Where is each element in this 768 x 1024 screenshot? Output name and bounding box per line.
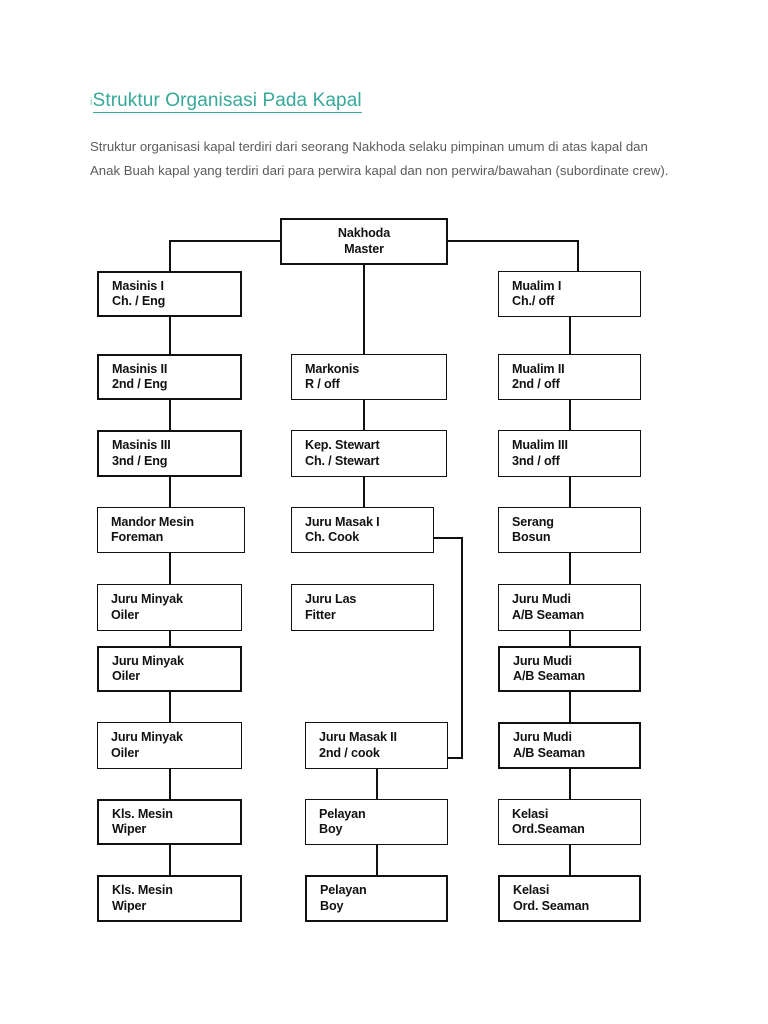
- node-line2: 2nd / Eng: [112, 377, 168, 391]
- node-kelasi-2[interactable]: Kelasi Ord. Seaman: [498, 875, 641, 922]
- node-line1: Masinis I: [112, 278, 164, 293]
- node-line1: Mandor Mesin: [111, 514, 194, 529]
- node-line1: Nakhoda: [337, 226, 391, 240]
- node-line2: Oiler: [112, 669, 140, 683]
- node-kls-mesin-1[interactable]: Kls. Mesin Wiper: [97, 799, 242, 845]
- node-serang[interactable]: Serang Bosun: [498, 507, 641, 553]
- node-kelasi-1[interactable]: Kelasi Ord.Seaman: [498, 799, 641, 845]
- node-masinis-2[interactable]: Masinis II 2nd / Eng: [97, 354, 242, 400]
- node-line2: 2nd / cook: [319, 745, 380, 760]
- node-line2: Oiler: [111, 745, 139, 760]
- node-juru-minyak-1[interactable]: Juru Minyak Oiler: [97, 584, 242, 631]
- node-line2: Master: [344, 241, 384, 256]
- node-line1: Juru Minyak: [112, 653, 184, 668]
- node-line1: Juru Mudi: [512, 592, 571, 606]
- node-line2: Ch. Cook: [305, 530, 360, 544]
- node-line1: Mualim I: [512, 278, 562, 293]
- node-masinis-1[interactable]: Masinis I Ch. / Eng: [97, 271, 242, 317]
- node-line2: A/B Seaman: [513, 745, 585, 760]
- node-line1: Kep. Stewart: [305, 438, 380, 452]
- node-pelayan-1[interactable]: Pelayan Boy: [305, 799, 448, 845]
- title-text: Struktur Organisasi Pada Kapal: [92, 90, 362, 113]
- node-mualim-3[interactable]: Mualim III 3nd / off: [498, 430, 641, 477]
- node-line1: Kelasi: [512, 806, 549, 821]
- node-line2: R / off: [305, 377, 340, 391]
- node-line2: Wiper: [112, 898, 147, 913]
- node-line2: Oiler: [111, 607, 139, 622]
- node-line1: Juru Mudi: [513, 730, 572, 744]
- node-masinis-3[interactable]: Masinis III 3nd / Eng: [97, 430, 242, 477]
- node-line1: Juru Minyak: [111, 730, 183, 744]
- node-line2: Bosun: [512, 530, 551, 544]
- node-juru-mudi-1[interactable]: Juru Mudi A/B Seaman: [498, 584, 641, 631]
- node-juru-las[interactable]: Juru Las Fitter: [291, 584, 434, 631]
- title-lead-char: i: [90, 96, 93, 108]
- node-line2: 2nd / off: [512, 377, 560, 391]
- node-line2: Ch. / Eng: [112, 294, 166, 308]
- node-line1: Serang: [512, 514, 554, 529]
- page-title: iStruktur Organisasi Pada Kapal: [90, 88, 690, 115]
- node-line1: Pelayan: [319, 806, 366, 821]
- node-line2: 3nd / off: [512, 453, 560, 468]
- node-line1: Pelayan: [320, 883, 367, 897]
- node-line1: Mualim III: [512, 438, 568, 452]
- node-line2: Wiper: [112, 822, 147, 836]
- node-line1: Juru Las: [305, 592, 357, 606]
- node-line2: Ch./ off: [512, 294, 555, 308]
- node-line1: Masinis III: [112, 438, 171, 452]
- node-line1: Markonis: [305, 361, 360, 376]
- node-line2: Ch. / Stewart: [305, 453, 380, 468]
- node-nakhoda[interactable]: Nakhoda Master: [280, 218, 448, 265]
- node-mandor-mesin[interactable]: Mandor Mesin Foreman: [97, 507, 245, 553]
- node-kep-stewart[interactable]: Kep. Stewart Ch. / Stewart: [291, 430, 447, 477]
- node-markonis[interactable]: Markonis R / off: [291, 354, 447, 400]
- node-juru-minyak-3[interactable]: Juru Minyak Oiler: [97, 722, 242, 769]
- node-juru-mudi-2[interactable]: Juru Mudi A/B Seaman: [498, 646, 641, 692]
- node-line2: Boy: [320, 898, 344, 913]
- node-juru-mudi-3[interactable]: Juru Mudi A/B Seaman: [498, 722, 641, 769]
- intro-paragraph: Struktur organisasi kapal terdiri dari s…: [90, 139, 669, 178]
- node-mualim-1[interactable]: Mualim I Ch./ off: [498, 271, 641, 317]
- node-line1: Juru Minyak: [111, 592, 183, 606]
- node-line2: A/B Seaman: [513, 669, 585, 683]
- page-header: iStruktur Organisasi Pada Kapal Struktur…: [90, 88, 690, 178]
- node-line1: Kls. Mesin: [112, 883, 173, 897]
- node-line2: Ord. Seaman: [513, 898, 590, 913]
- node-line2: 3nd / Eng: [112, 453, 168, 468]
- node-line1: Masinis II: [112, 361, 168, 376]
- node-line1: Kelasi: [513, 883, 550, 897]
- node-pelayan-2[interactable]: Pelayan Boy: [305, 875, 448, 922]
- node-line2: A/B Seaman: [512, 607, 584, 622]
- node-line1: Juru Masak II: [319, 730, 397, 744]
- node-line1: Mualim II: [512, 361, 565, 376]
- node-juru-masak-1[interactable]: Juru Masak I Ch. Cook: [291, 507, 434, 553]
- node-kls-mesin-2[interactable]: Kls. Mesin Wiper: [97, 875, 242, 922]
- node-line2: Boy: [319, 822, 343, 836]
- node-line2: Ord.Seaman: [512, 822, 585, 836]
- node-juru-masak-2[interactable]: Juru Masak II 2nd / cook: [305, 722, 448, 769]
- node-line2: Fitter: [305, 607, 336, 622]
- node-line2: Foreman: [111, 530, 164, 544]
- node-line1: Juru Masak I: [305, 514, 380, 529]
- node-juru-minyak-2[interactable]: Juru Minyak Oiler: [97, 646, 242, 692]
- node-line1: Juru Mudi: [513, 653, 572, 668]
- node-line1: Kls. Mesin: [112, 806, 173, 821]
- node-mualim-2[interactable]: Mualim II 2nd / off: [498, 354, 641, 400]
